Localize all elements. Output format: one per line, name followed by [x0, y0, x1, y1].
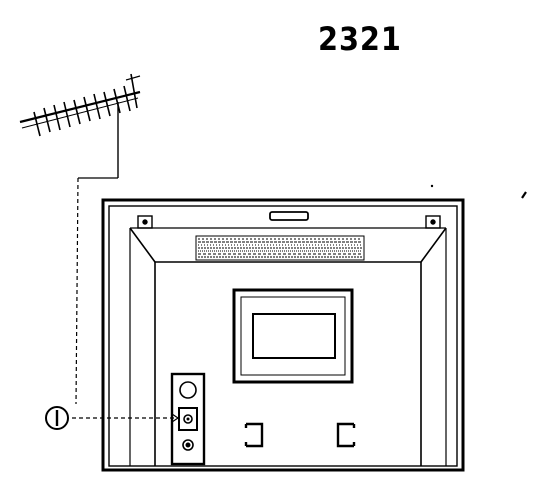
- handle-slot: [270, 212, 308, 220]
- ventilation-grille: [196, 236, 364, 260]
- stray-mark: [431, 185, 526, 198]
- callout-1: [46, 407, 68, 429]
- clip-left: [246, 424, 262, 446]
- antenna-socket: [187, 418, 190, 421]
- label-plate: [234, 290, 352, 382]
- antenna-cable: [72, 178, 178, 422]
- clip-right: [338, 424, 354, 446]
- antenna-illustration: [20, 74, 140, 178]
- corner-bracket-right: [426, 216, 440, 228]
- corner-bracket-left: [138, 216, 152, 228]
